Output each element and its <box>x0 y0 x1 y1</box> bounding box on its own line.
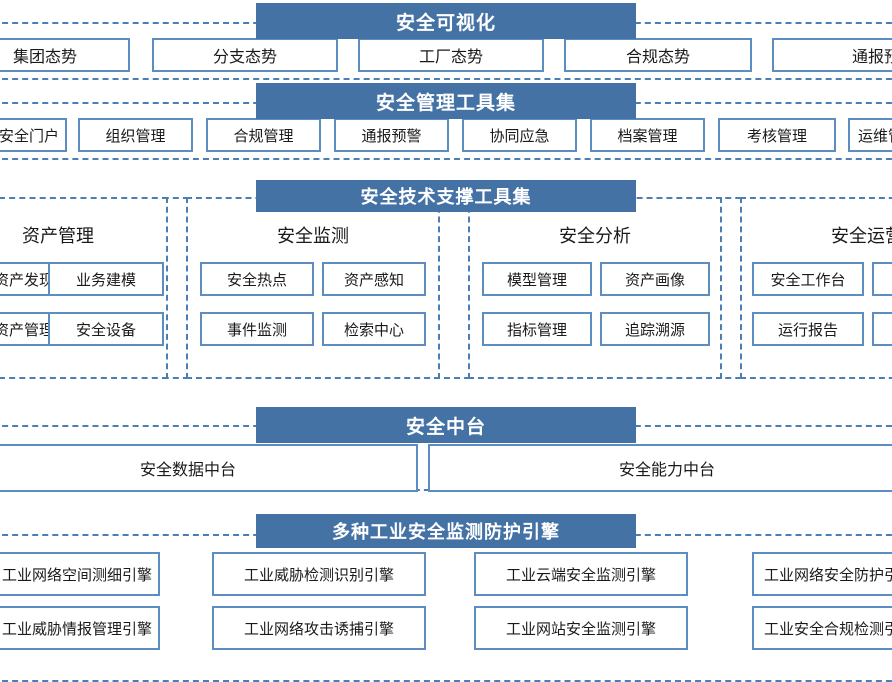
operations-cell-extra-top[interactable] <box>872 262 892 296</box>
middle-platform-item-data[interactable]: 安全数据中台 <box>0 444 418 492</box>
group-security-operations-title: 安全运营 <box>831 226 892 246</box>
operations-cell-workbench[interactable]: 安全工作台 <box>752 262 864 296</box>
operations-cell-report[interactable]: 运行报告 <box>752 312 864 346</box>
operations-cell-extra-bottom[interactable] <box>872 312 892 346</box>
management-item-assessment[interactable]: 考核管理 <box>718 118 836 152</box>
monitoring-cell-search-center[interactable]: 检索中心 <box>322 312 426 346</box>
monitoring-cell-asset-sensing[interactable]: 资产感知 <box>322 262 426 296</box>
engine-threat-intelligence[interactable]: 工业威胁情报管理引擎 <box>0 606 160 650</box>
middle-platform-layer-banner: 安全中台 <box>256 407 636 443</box>
engine-attack-honeypot[interactable]: 工业网络攻击诱捕引擎 <box>212 606 426 650</box>
analysis-cell-traceability[interactable]: 追踪溯源 <box>600 312 710 346</box>
monitoring-cell-hotspot[interactable]: 安全热点 <box>200 262 314 296</box>
visualization-item-group-situation[interactable]: 集团态势 <box>0 38 130 72</box>
engine-cyberspace-mapping[interactable]: 工业网络空间测细引擎 <box>0 552 160 596</box>
management-item-organization[interactable]: 组织管理 <box>78 118 193 152</box>
engine-compliance-check[interactable]: 工业安全合规检测引擎 <box>752 606 892 650</box>
engine-website-monitoring[interactable]: 工业网站安全监测引擎 <box>474 606 688 650</box>
analysis-cell-metric-management[interactable]: 指标管理 <box>482 312 592 346</box>
visualization-layer-banner: 安全可视化 <box>256 3 636 39</box>
asset-cell-security-device[interactable]: 安全设备 <box>48 312 164 346</box>
analysis-cell-model-management[interactable]: 模型管理 <box>482 262 592 296</box>
management-item-portal[interactable]: 安全门户 <box>0 118 67 152</box>
management-item-operations[interactable]: 运维管理 <box>848 118 892 152</box>
management-item-emergency[interactable]: 协同应急 <box>462 118 577 152</box>
management-item-archive[interactable]: 档案管理 <box>590 118 705 152</box>
visualization-item-branch-situation[interactable]: 分支态势 <box>152 38 338 72</box>
engines-layer-banner: 多种工业安全监测防护引擎 <box>256 514 636 548</box>
management-tools-layer-banner: 安全管理工具集 <box>256 83 636 119</box>
engine-network-protection[interactable]: 工业网络安全防护引擎 <box>752 552 892 596</box>
analysis-cell-asset-profile[interactable]: 资产画像 <box>600 262 710 296</box>
visualization-item-compliance-situation[interactable]: 合规态势 <box>564 38 752 72</box>
visualization-item-factory-situation[interactable]: 工厂态势 <box>358 38 544 72</box>
monitoring-cell-event-monitor[interactable]: 事件监测 <box>200 312 314 346</box>
management-item-compliance[interactable]: 合规管理 <box>206 118 321 152</box>
group-asset-management-title: 资产管理 <box>22 226 94 246</box>
engine-threat-detection[interactable]: 工业威胁检测识别引擎 <box>212 552 426 596</box>
group-security-analysis-title: 安全分析 <box>559 226 631 246</box>
engine-cloud-monitoring[interactable]: 工业云端安全监测引擎 <box>474 552 688 596</box>
middle-platform-item-ability[interactable]: 安全能力中台 <box>428 444 892 492</box>
management-item-alert[interactable]: 通报预警 <box>334 118 449 152</box>
group-security-monitoring-title: 安全监测 <box>277 226 349 246</box>
technical-support-layer-banner: 安全技术支撑工具集 <box>256 180 636 212</box>
asset-cell-business-modeling[interactable]: 业务建模 <box>48 262 164 296</box>
visualization-item-alert-situation[interactable]: 通报预警态势 <box>772 38 892 72</box>
